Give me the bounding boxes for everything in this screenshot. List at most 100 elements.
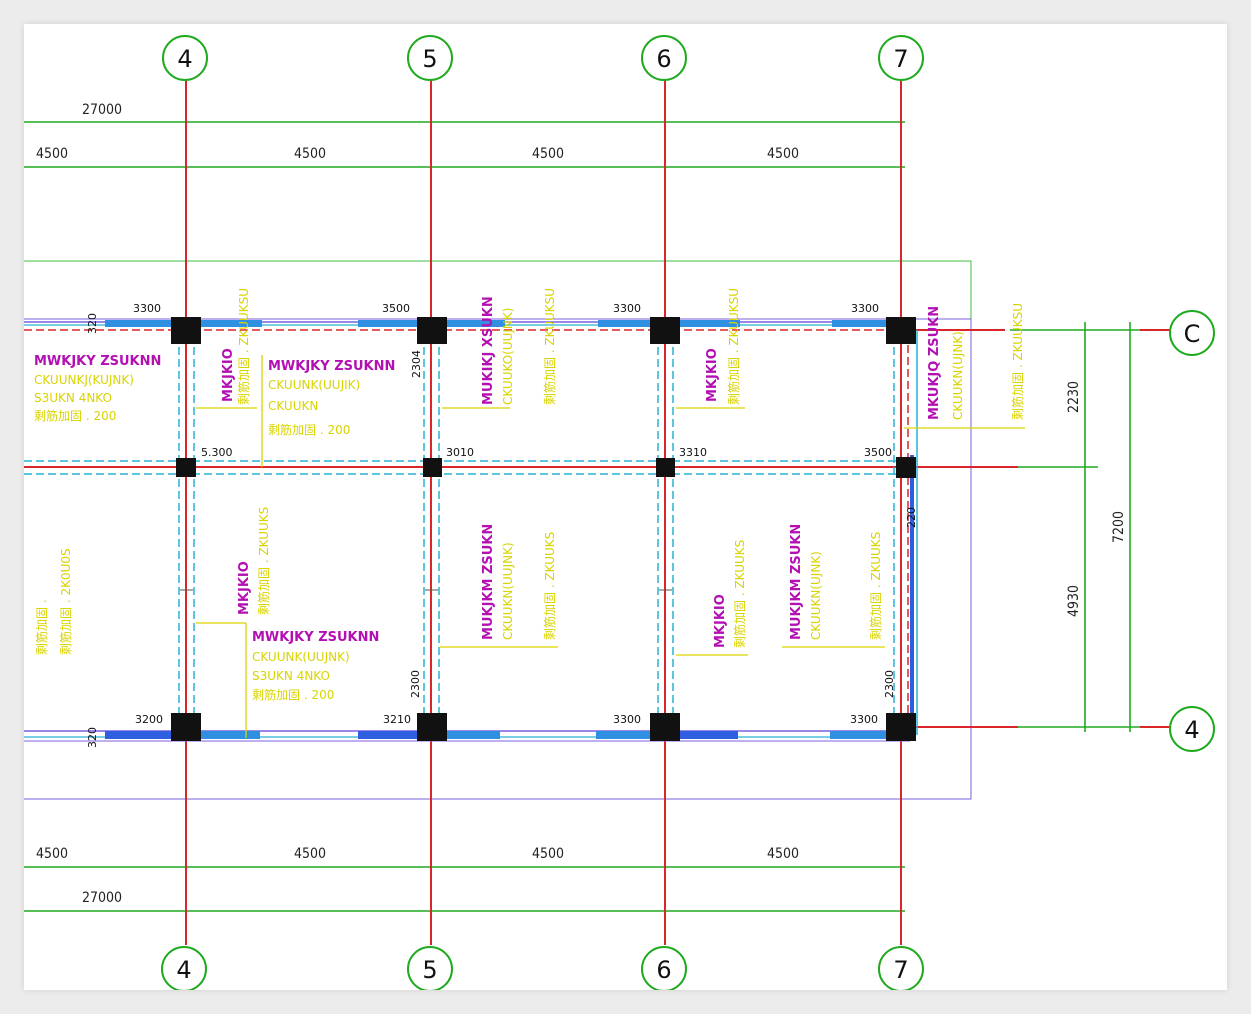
- small-dim-left-top: 320: [86, 313, 99, 334]
- beam-label-v-b2-name: MUKJKM ZSUKN: [481, 524, 496, 640]
- beam-label-b2-line4: 剩筋加固 . 200: [268, 422, 350, 437]
- floor-plan-drawing: 4 5 6 7 4 5 6 7 C 4 27000 4500 4500 4500…: [24, 35, 1215, 990]
- col-dim-bot-6: 3300: [613, 713, 641, 726]
- beam-label-b1-name: MWKJKY ZSUKNN: [34, 354, 161, 369]
- beam-label-b3-line4: 剩筋加固 . 200: [252, 687, 334, 702]
- axis-label-top-7: 7: [893, 45, 908, 73]
- column: [896, 457, 916, 478]
- beam-label-v-c1-spec: 剩筋加固 . ZKUUKSU: [236, 288, 251, 405]
- beam-label-b3: MWKJKY ZSUKNN CKUUNK(UUJNK) S3UKN 4NKO 剩…: [252, 630, 379, 702]
- columns: [171, 317, 916, 741]
- beam-label-b1-line4: 剩筋加固 . 200: [34, 408, 116, 423]
- axis-label-top-4: 4: [177, 45, 192, 73]
- axis-bubble-bottom-6: [641, 946, 687, 990]
- col-dim-bot-7: 3300: [850, 713, 878, 726]
- beam-label-b1: MWKJKY ZSUKNN CKUUNKJ(KUJNK) S3UKN 4NKO …: [34, 354, 161, 423]
- axis-label-bottom-5: 5: [422, 956, 437, 984]
- beam-label-v-c2-name: MUKIKJ XSUKN: [481, 296, 496, 405]
- beam-label-v-b2-line2: 剩筋加固 . ZKUUKS: [542, 532, 557, 640]
- col-dim-mid-7: 3500: [864, 446, 892, 459]
- dim-bottom-total: 27000: [82, 890, 122, 906]
- beam-label-v-c3-name: MKJKIO: [705, 348, 720, 402]
- col-dim-mid-4: 5.300: [201, 446, 233, 459]
- beam-label-v-c4: MKUKJQ ZSUKN CKUUKN(UJNK) 剩筋加固 . ZKUUKSU: [927, 303, 1025, 420]
- beam-label-v-b2: MUKJKM ZSUKN CKUUKN(UUJNK) 剩筋加固 . ZKUUKS: [481, 524, 557, 640]
- beam-label-v-b3-spec: 剩筋加固 . ZKUUKS: [732, 540, 747, 648]
- axis-bubble-right-C: [1169, 310, 1215, 356]
- beam-label-b2-name: MWKJKY ZSUKNN: [268, 359, 395, 374]
- beam-label-b3-line2: CKUUNK(UUJNK): [252, 650, 350, 664]
- beam-label-v-l: 剩筋加固 . 2K0U0S 剩筋加固 .: [34, 548, 73, 655]
- beam-label-v-b1: MKJKIO 剩筋加固 . ZKUUKS: [237, 507, 271, 615]
- column: [171, 713, 201, 741]
- small-dim-bot-7: 2300: [883, 670, 896, 698]
- dimension-lines: [24, 110, 1140, 925]
- beam-label-v-b3: MKJKIO 剩筋加固 . ZKUUKS: [713, 540, 747, 648]
- beam-label-v-b4: MUKJKM ZSUKN CKUUKN(UJNK) 剩筋加固 . ZKUUKS: [789, 524, 883, 640]
- column: [886, 317, 916, 344]
- beam-label-v-c3-spec: 剩筋加固 . ZKUUKSU: [726, 288, 741, 405]
- beam-label-v-c4-line1: CKUUKN(UJNK): [951, 331, 965, 420]
- col-dim-top-7: 3300: [851, 302, 879, 315]
- dim-right-lower: 4930: [1066, 585, 1082, 617]
- beam-label-v-c2: MUKIKJ XSUKN CKUUKO(UUJNK) 剩筋加固 . ZKUUKS…: [481, 288, 557, 405]
- beam-label-v-l-line2: 剩筋加固 .: [34, 599, 49, 655]
- beam-outlines: [24, 329, 918, 735]
- small-dim-right: 220: [905, 507, 918, 528]
- beam-label-v-c3: MKJKIO 剩筋加固 . ZKUUKSU: [705, 288, 741, 405]
- col-dim-top-6: 3300: [613, 302, 641, 315]
- col-dim-mid-6: 3310: [679, 446, 707, 459]
- dim-bottom-span-1: 4500: [294, 846, 326, 862]
- drawing-sheet: 4 5 6 7 4 5 6 7 C 4 27000 4500 4500 4500…: [24, 24, 1227, 990]
- dim-bottom-span-3: 4500: [767, 846, 799, 862]
- edge-beams: [24, 320, 910, 742]
- column: [656, 458, 675, 477]
- beam-label-v-b4-line1: CKUUKN(UJNK): [809, 551, 823, 640]
- axis-bubble-top-5: [407, 35, 453, 81]
- axis-label-bottom-4: 4: [176, 956, 191, 984]
- col-dim-bot-4: 3200: [135, 713, 163, 726]
- col-dim-top-5: 3500: [382, 302, 410, 315]
- axis-bubble-top-6: [641, 35, 687, 81]
- axis-bubble-top-7: [878, 35, 924, 81]
- axis-label-bottom-6: 6: [656, 956, 671, 984]
- column: [886, 713, 916, 741]
- beam-label-v-c4-line2: 剩筋加固 . ZKUUKSU: [1010, 303, 1025, 420]
- axis-bubble-top-4: [162, 35, 208, 81]
- beam-label-v-c1-name: MKJKIO: [221, 348, 236, 402]
- dim-right-upper: 2230: [1066, 381, 1082, 413]
- beam-label-v-c2-line1: CKUUKO(UUJNK): [501, 308, 515, 405]
- axis-label-top-5: 5: [422, 45, 437, 73]
- dim-top-span-1: 4500: [294, 146, 326, 162]
- beam-label-v-b2-line1: CKUUKN(UUJNK): [501, 542, 515, 640]
- small-dim-mid-5: 2304: [410, 350, 423, 378]
- beam-label-v-b4-name: MUKJKM ZSUKN: [789, 524, 804, 640]
- axis-label-right-C: C: [1184, 320, 1201, 348]
- beam-label-v-b3-name: MKJKIO: [713, 594, 728, 648]
- axis-bubble-bottom-4: [161, 946, 207, 990]
- beam-label-b3-name: MWKJKY ZSUKNN: [252, 630, 379, 645]
- column: [417, 713, 447, 741]
- column: [176, 458, 196, 477]
- beam-label-v-c1: MKJKIO 剩筋加固 . ZKUUKSU: [221, 288, 251, 405]
- beam-label-b1-line2: CKUUNKJ(KUJNK): [34, 373, 134, 387]
- column: [417, 317, 447, 344]
- column: [423, 458, 442, 477]
- dim-bottom-first: 4500: [36, 846, 68, 862]
- beam-label-b3-line3: S3UKN 4NKO: [252, 669, 330, 683]
- axis-label-bottom-7: 7: [893, 956, 908, 984]
- axis-bubble-right-4: [1169, 706, 1215, 752]
- dim-top-total: 27000: [82, 102, 122, 118]
- col-dim-top-4: 3300: [133, 302, 161, 315]
- column: [650, 713, 680, 741]
- leader-lines: [196, 355, 1025, 738]
- beam-label-b2: MWKJKY ZSUKNN CKUUNK(UUJIK) CKUUKN 剩筋加固 …: [268, 359, 395, 437]
- beam-label-v-c2-line2: 剩筋加固 . ZKUUKSU: [542, 288, 557, 405]
- dim-bottom-span-2: 4500: [532, 846, 564, 862]
- column: [171, 317, 201, 344]
- dim-top-span-2: 4500: [532, 146, 564, 162]
- axis-label-top-6: 6: [656, 45, 671, 73]
- small-dim-bot-5: 2300: [409, 670, 422, 698]
- beam-label-b2-line2: CKUUNK(UUJIK): [268, 378, 360, 392]
- slab-boundary-violet: [24, 318, 972, 800]
